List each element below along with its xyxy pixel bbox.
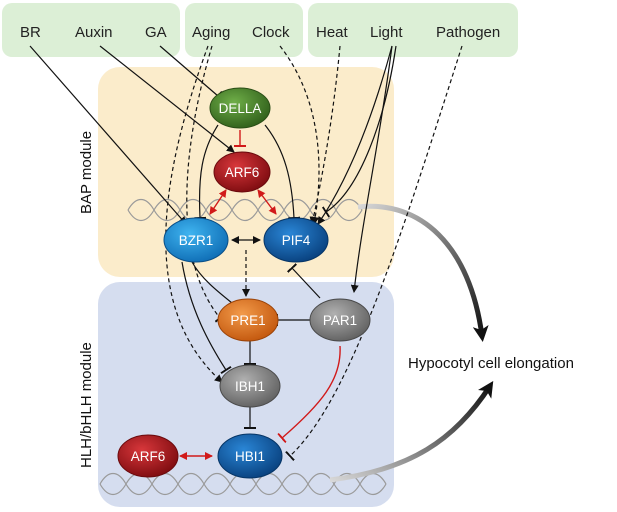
node-arf6-top-label: ARF6 [225, 165, 260, 180]
signal-ga: GA [145, 24, 167, 41]
bap-module-label: BAP module [78, 131, 95, 214]
node-ibh1-label: IBH1 [235, 379, 265, 394]
signal-heat: Heat [316, 24, 349, 41]
node-hbi1-label: HBI1 [235, 449, 265, 464]
edge-arf6-pif4 [257, 189, 277, 215]
edge-light-pif4-inhibit [321, 45, 397, 218]
output-arrow-top [357, 203, 489, 342]
edge-aging-pre1 [186, 45, 226, 323]
signal-clock: Clock [252, 24, 290, 41]
node-bzr1-label: BZR1 [179, 233, 214, 248]
edge-par1-hbi1 [277, 345, 341, 444]
output-arrow-bottom [329, 380, 494, 483]
edge-br-bzr1 [29, 45, 187, 225]
node-arf6-bottom: ARF6 [117, 434, 179, 478]
node-arf6-top: ARF6 [213, 151, 271, 193]
signal-light: Light [370, 24, 403, 41]
signal-pathogen: Pathogen [436, 24, 500, 41]
node-par1: PAR1 [309, 298, 371, 342]
node-hbi1: HBI1 [217, 433, 283, 479]
edge-par1-pif4 [286, 263, 321, 299]
output-label: Hypocotyl cell elongation [408, 355, 574, 372]
edge-aging-ibh1 [165, 45, 223, 383]
edge-auxin-arf6 [99, 45, 235, 153]
node-bzr1: BZR1 [163, 217, 229, 263]
signal-box-environment [308, 3, 518, 57]
edge-della-pif4 [264, 124, 301, 220]
node-par1-label: PAR1 [323, 313, 357, 328]
node-pre1: PRE1 [217, 298, 279, 342]
signal-box-hormones [2, 3, 180, 57]
signal-aging: Aging [192, 24, 230, 41]
edge-light-par1 [350, 45, 393, 293]
signal-box-internal [185, 3, 303, 57]
edge-della-bzr1 [193, 124, 219, 220]
signal-br: BR [20, 24, 41, 41]
edge-bzr1-ibh1 [181, 261, 232, 375]
edge-clock-pif4 [279, 45, 320, 225]
node-arf6-bottom-label: ARF6 [131, 449, 166, 464]
edge-heat-pif4 [309, 45, 341, 225]
node-pif4-label: PIF4 [282, 233, 311, 248]
node-della: DELLA [209, 87, 271, 129]
node-pre1-label: PRE1 [230, 313, 265, 328]
node-pif4: PIF4 [263, 217, 329, 263]
signal-auxin: Auxin [75, 24, 113, 41]
edge-arf6-bzr1 [209, 189, 227, 215]
edge-ga-della [159, 45, 223, 102]
hlh-module-label: HLH/bHLH module [78, 342, 95, 468]
node-ibh1: IBH1 [219, 364, 281, 408]
node-della-label: DELLA [219, 101, 262, 116]
